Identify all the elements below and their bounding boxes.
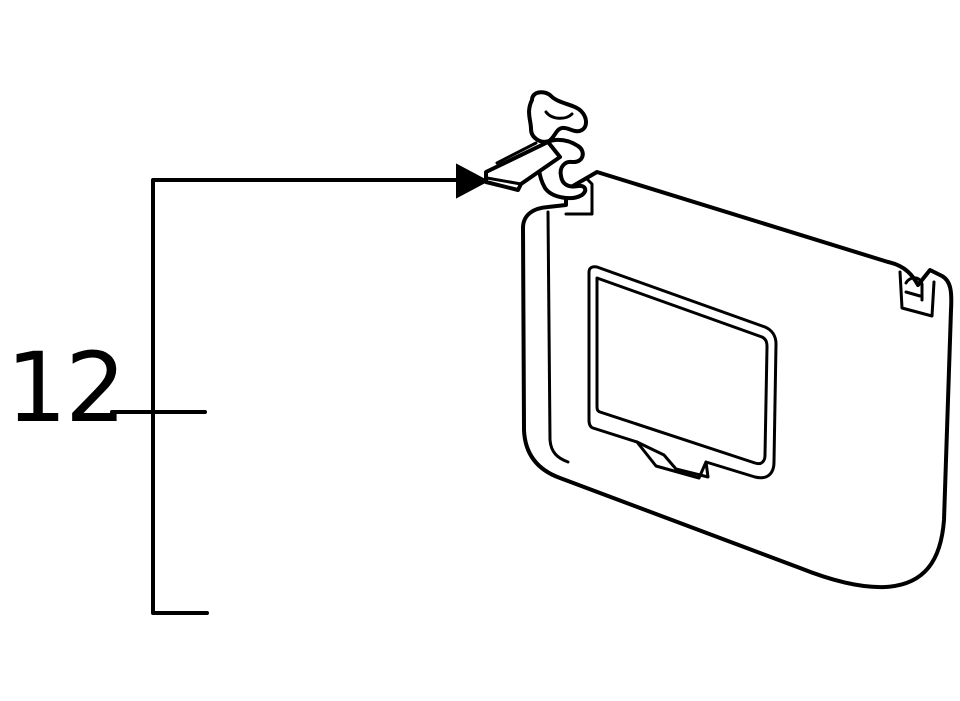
arrowhead-icon: [456, 163, 490, 199]
callout-number: 12: [6, 332, 126, 444]
callout-bracket: [110, 163, 490, 615]
sun-visor: [484, 90, 954, 590]
